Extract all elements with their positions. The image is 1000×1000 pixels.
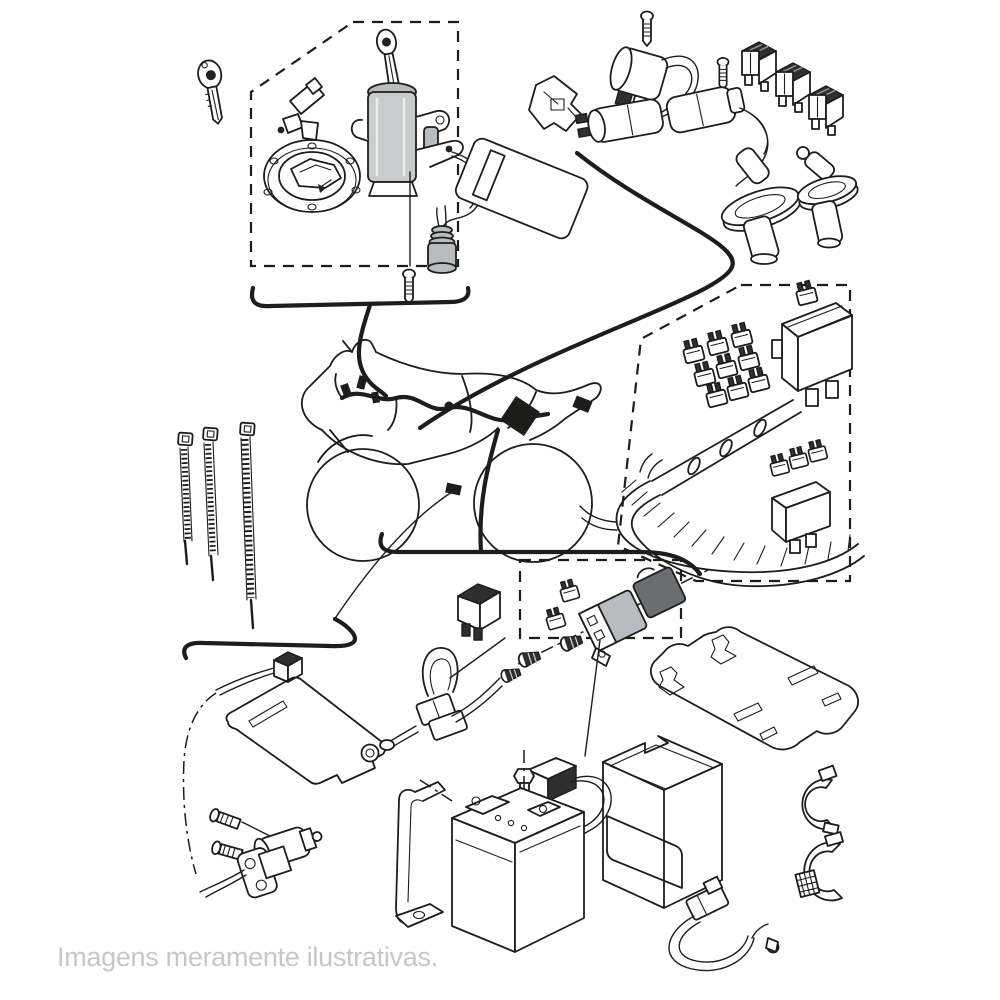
sub-fuse-holder-icon (767, 438, 831, 554)
leader-line (449, 637, 601, 757)
cable-ties-icon (177, 421, 257, 630)
mounting-plate-icon (649, 626, 860, 751)
callout-bracket-bottom (378, 531, 703, 577)
leader-line (333, 491, 453, 621)
cable-tie (202, 426, 219, 582)
resistor-plug-icon (427, 205, 457, 274)
rubber-mounts-icon (498, 631, 585, 685)
wire-relay-icon (182, 651, 303, 875)
spare-key-icon (197, 59, 223, 125)
label-plate-icon (454, 137, 589, 240)
ignition-coil-icon (609, 46, 669, 111)
caption: Imagens meramente ilustrativas. (57, 942, 438, 972)
relay-icon (741, 41, 777, 92)
blade-fuse-icon (557, 577, 581, 603)
harness-on-bike (334, 373, 593, 496)
lock-set-callout-box (249, 20, 460, 268)
clamp-small (801, 764, 840, 836)
relay-icon (808, 85, 844, 136)
cable-tie (239, 421, 257, 630)
seat-lock-icon (277, 77, 325, 141)
solenoid-switch-icon (199, 808, 323, 899)
fuse-box-callout-box (616, 283, 852, 583)
blade-fuse-icon (543, 605, 567, 631)
battery-box-icon (602, 735, 723, 909)
callout-bracket-top (249, 285, 471, 399)
battery-icon (451, 750, 585, 953)
leader-line (417, 150, 735, 431)
screw-icon (716, 57, 730, 91)
screw-icon (640, 10, 654, 47)
leader-line (419, 779, 453, 802)
clamp-large (794, 831, 844, 902)
spark-plug-cap-icon (720, 147, 802, 265)
cable-clamps-icon (794, 764, 844, 902)
coil-wire (735, 107, 769, 187)
ignition-switch-icon (350, 28, 485, 228)
starter-cable-icon (360, 647, 503, 763)
cable-tie (177, 431, 194, 566)
fuel-filler-cap-icon (263, 139, 361, 213)
screw-icon (402, 268, 416, 305)
ignition-coil-icon (574, 98, 664, 143)
ignition-coil-icon (665, 86, 746, 134)
ground-cable-icon (668, 875, 780, 972)
spark-plug-cap-icon (796, 146, 859, 249)
blade-fuses-icon (680, 320, 771, 409)
flasher-relay-icon (457, 583, 501, 641)
callout-bracket-left (182, 616, 358, 661)
battery-strap-icon (395, 781, 446, 928)
starter-relay-icon (517, 566, 709, 667)
motorcycle-outline (301, 338, 602, 563)
battery-mat-icon (225, 676, 387, 785)
wiring-harness-icon (579, 399, 865, 588)
relay-icon (775, 62, 811, 113)
coil-bracket-icon (528, 75, 582, 132)
leader-line (478, 427, 501, 555)
main-fuse-box-icon (771, 278, 853, 407)
